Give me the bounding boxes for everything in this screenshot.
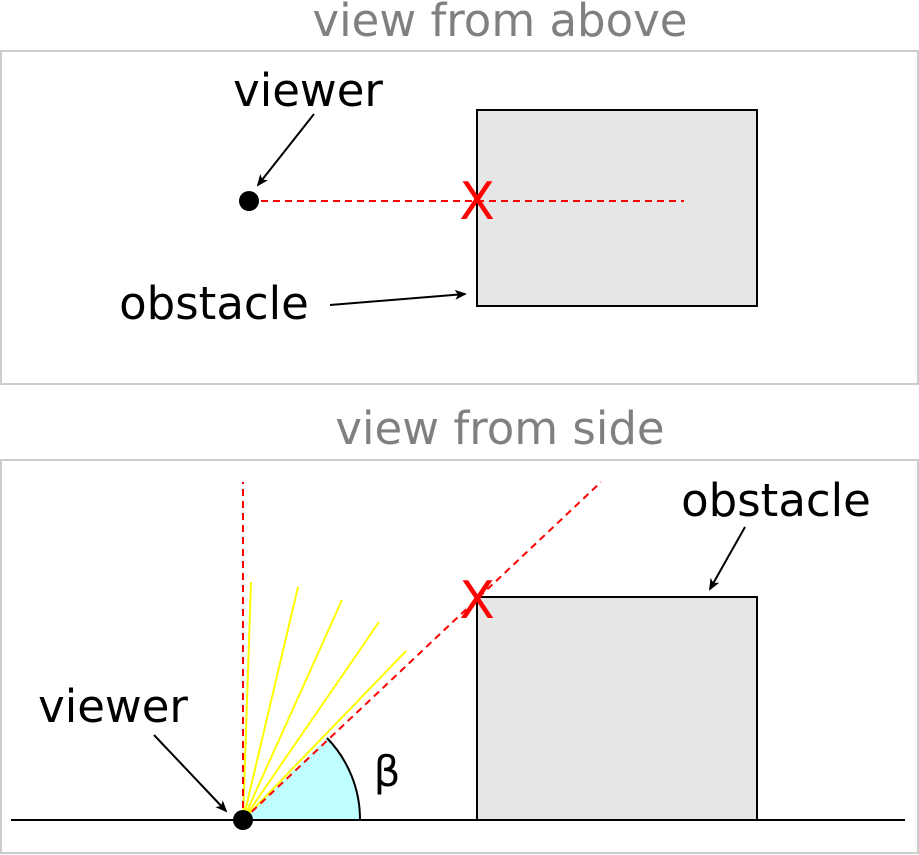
side-obstacle-arrow: [709, 526, 746, 591]
side-obstacle-box: [476, 596, 758, 821]
top-obstacle-arrow: [329, 289, 467, 306]
top-panel-frame: [0, 50, 919, 385]
angle-beta-label: β: [374, 747, 401, 796]
ray-5: [242, 650, 407, 821]
ray-2: [242, 586, 299, 821]
angle-wedge: [243, 738, 361, 820]
top-panel-title: view from above: [313, 0, 688, 47]
ray-4: [242, 621, 380, 821]
side-viewer-arrow: [153, 734, 228, 813]
side-blocked-mark: X: [459, 571, 495, 631]
top-panel: view from above X viewer obstacle: [0, 0, 919, 385]
ray-3: [242, 599, 343, 821]
bottom-panel-title: view from side: [335, 402, 664, 455]
side-obstacle-label: obstacle: [681, 474, 871, 527]
bottom-panel-frame: [0, 459, 919, 854]
top-viewer-arrow: [256, 113, 315, 187]
top-blocked-mark: X: [459, 172, 495, 232]
blocked-sight-line: [242, 481, 602, 821]
top-obstacle-label: obstacle: [119, 277, 309, 330]
bottom-panel: view from side X β obstacle viewer: [0, 402, 919, 854]
top-obstacle-box: [476, 109, 758, 307]
top-viewer-dot: [239, 191, 259, 211]
angle-arc: [326, 737, 362, 821]
side-viewer-dot: [233, 810, 253, 830]
ray-1: [242, 581, 252, 821]
side-viewer-label: viewer: [38, 680, 188, 733]
top-viewer-label: viewer: [233, 64, 383, 117]
